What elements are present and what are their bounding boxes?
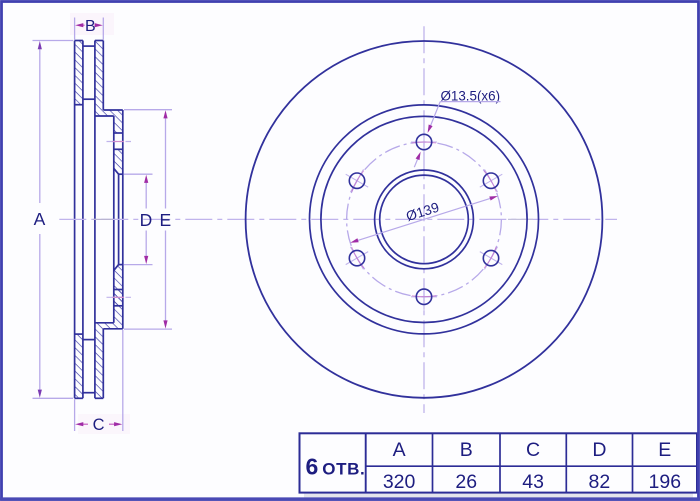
svg-text:B: B [460,439,473,461]
svg-text:82: 82 [589,471,611,493]
svg-text:43: 43 [522,471,544,493]
svg-text:320: 320 [383,471,416,493]
svg-text:196: 196 [649,471,682,493]
svg-text:A: A [34,209,46,229]
svg-text:6: 6 [306,454,319,480]
svg-text:C: C [93,416,105,434]
svg-text:ОТВ.: ОТВ. [322,460,365,479]
svg-text:C: C [526,439,540,461]
svg-text:26: 26 [455,471,477,493]
svg-text:A: A [393,439,406,461]
svg-text:Ø13.5(x6): Ø13.5(x6) [441,88,501,103]
svg-text:B: B [85,18,96,35]
svg-text:E: E [159,210,171,230]
svg-text:D: D [140,210,153,230]
svg-text:E: E [658,439,671,461]
svg-text:D: D [592,439,606,461]
